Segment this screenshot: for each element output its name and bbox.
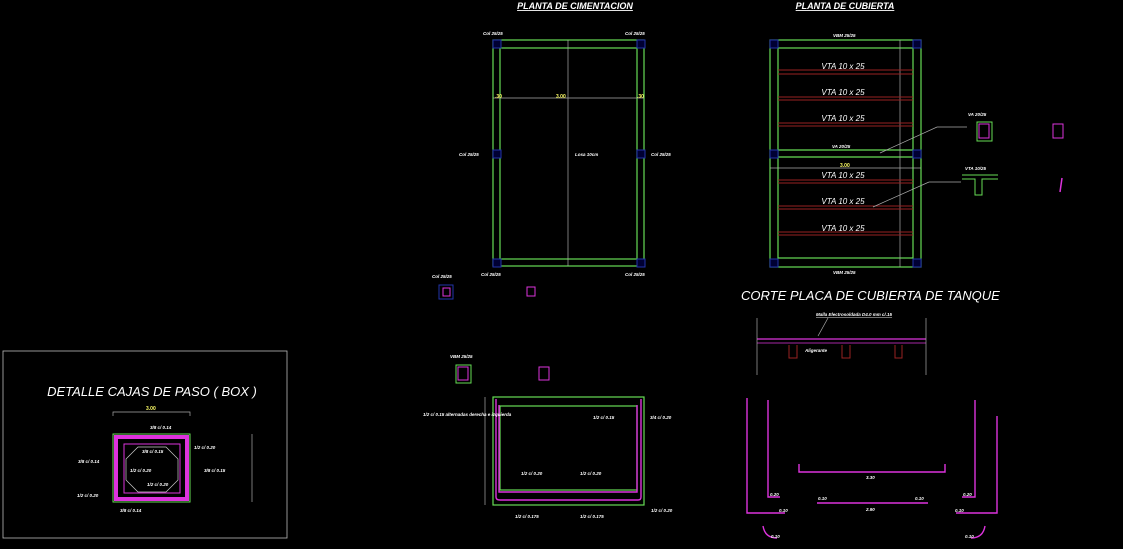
rebar-label: 3/8 c/ 0.14	[120, 508, 142, 513]
column	[636, 258, 646, 268]
tank-beam-label: VBM 25/25	[450, 354, 473, 359]
joist-label: VTA 10 x 25	[821, 197, 865, 206]
rebar-label: 3/8 c/ 0.15	[204, 468, 226, 473]
joist-label: VTA 10 x 25	[821, 62, 865, 71]
stirrup-detail	[526, 286, 536, 297]
dimension: 3.00	[840, 163, 850, 169]
tank-inner-wall	[499, 405, 638, 491]
joists	[778, 69, 913, 236]
rebar-label: 1/2 c/ 0.20	[147, 482, 169, 487]
column	[492, 258, 502, 268]
rebar-label: 3/8 c/ 0.14	[150, 425, 172, 430]
rebar-label: 3/4 c/ 0.20	[650, 415, 672, 420]
box-detail: DETALLE CAJAS DE PASO ( BOX ) 3.00 3/8 c…	[2, 350, 288, 539]
rebar-hook	[762, 525, 778, 539]
joist-label: VTA 10 x 25	[821, 114, 865, 123]
rebar-label: 1/2 c/ 0.175	[580, 514, 604, 519]
box-title: DETALLE CAJAS DE PASO ( BOX )	[47, 384, 257, 399]
column	[636, 149, 646, 159]
joist-section	[962, 174, 998, 196]
column	[492, 39, 502, 49]
bar-hook: 0.10	[965, 534, 974, 539]
column-label: Col 25/25	[625, 272, 645, 277]
foundation-title: PLANTA DE CIMENTACION	[517, 1, 633, 11]
joist-detail-label: VTA 10/25	[965, 166, 987, 171]
roof-plan: PLANTA DE CUBIERTA VTA 10 x 25 VTA 10 x …	[769, 1, 1064, 275]
rebar-bar	[956, 416, 998, 514]
bar-hook: 0.10	[955, 508, 964, 513]
column-label: Col 25/25	[481, 272, 501, 277]
foundation-plan: PLANTA DE CIMENTACION Col 25/25 Col 25/2…	[432, 1, 671, 300]
dimension-side: .30	[495, 94, 502, 100]
slab-section: CORTE PLACA DE CUBIERTA DE TANQUE Malla …	[741, 288, 1000, 539]
rebar-label: 1/2 c/ 0.20	[580, 471, 602, 476]
stirrup-detail	[1052, 123, 1064, 139]
rebar-bar	[798, 464, 946, 473]
column-label: Col 25/25	[432, 274, 452, 279]
joist-label: VTA 10 x 25	[821, 171, 865, 180]
rebar-label: 1/2 c/ 0.15	[593, 415, 615, 420]
rebar-bar	[962, 400, 976, 498]
rebar-label: 3/8 c/ 0.14	[78, 459, 100, 464]
rebar-label: 1/2 c/ 0.20	[130, 468, 152, 473]
mesh-label: Malla Electrosoldada D4.0 mm c/.15	[816, 312, 893, 317]
detail-frame	[2, 350, 288, 539]
slab-section-title: CORTE PLACA DE CUBIERTA DE TANQUE	[741, 288, 1000, 303]
leader-line	[879, 126, 938, 154]
leader-line	[872, 181, 930, 208]
column	[492, 149, 502, 159]
bar-leg: 0.20	[963, 492, 972, 497]
tank-outer-wall	[492, 396, 645, 506]
rebar-label: 1/2 c/ 0.20	[521, 471, 543, 476]
joist-label: VTA 10 x 25	[821, 224, 865, 233]
dimension-side: .30	[637, 94, 644, 100]
column-detail	[438, 284, 454, 300]
bar-hook: 0.10	[779, 508, 788, 513]
column-label: Col 25/25	[625, 31, 645, 36]
column	[636, 39, 646, 49]
tank-section: VBM 25/25 1/2 c/ 0.15 alternadas derecha…	[423, 354, 673, 519]
column-label: Col 25/25	[459, 152, 479, 157]
rebar-label: 1/2 c/ 0.175	[515, 514, 539, 519]
foundation-inner-wall	[499, 47, 638, 260]
foundation-outer-wall	[492, 39, 645, 267]
bar-hook: 0.10	[771, 534, 780, 539]
beam-section	[976, 121, 993, 142]
tank-rebar	[495, 399, 642, 501]
stirrup-detail	[538, 366, 550, 381]
bar-hook: 0.10	[818, 496, 827, 501]
rebar-bar	[767, 400, 780, 498]
joist-label: VTA 10 x 25	[821, 88, 865, 97]
beam-label: VA 20/25	[832, 144, 851, 149]
rebar-label: 3/8 c/ 0.15	[142, 449, 164, 454]
column-label: Col 25/25	[651, 152, 671, 157]
bar-length: 2.90	[865, 507, 875, 512]
beam-label: VBM 25/25	[833, 33, 856, 38]
rebar-bar	[746, 398, 785, 514]
roof-title: PLANTA DE CUBIERTA	[796, 1, 895, 11]
box-dimension: 3.00	[146, 406, 156, 412]
rebar-hook	[970, 525, 986, 539]
rebar-label: 1/2 c/ 0.15 alternadas derecha e izquier…	[423, 412, 512, 417]
beam-label: VBM 25/25	[833, 270, 856, 275]
fill-label: Aligerante	[804, 348, 828, 353]
rebar-label: 1/2 c/ 0.20	[77, 493, 99, 498]
dimension-width: 3.00	[556, 94, 566, 100]
rebar-label: 1/2 c/ 0.20	[194, 445, 216, 450]
rebar-label: 1/2 c/ 0.20	[651, 508, 673, 513]
bar-length: 3.30	[866, 475, 875, 480]
beam-detail-label: VA 20/25	[968, 112, 987, 117]
slab-label: Losa 10cm	[575, 152, 598, 157]
column-label: Col 25/25	[483, 31, 503, 36]
bar-leg: 0.20	[770, 492, 779, 497]
column-rebar	[442, 287, 451, 297]
bar-hook: 0.10	[915, 496, 924, 501]
